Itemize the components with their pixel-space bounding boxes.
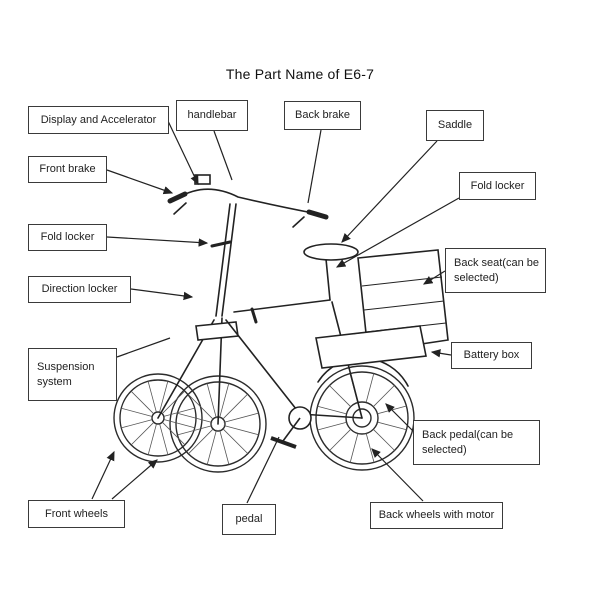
label-fold-locker-left: Fold locker xyxy=(28,224,107,251)
leader-pedal xyxy=(246,436,280,504)
saddle-shape xyxy=(303,243,359,261)
leader-fold-locker-left xyxy=(106,236,209,247)
label-back-brake: Back brake xyxy=(284,101,361,130)
label-display-accelerator: Display and Accelerator xyxy=(28,106,169,134)
leader-battery-box xyxy=(430,349,452,358)
seat-group xyxy=(270,243,449,449)
label-fold-locker-right: Fold locker xyxy=(459,172,536,200)
label-direction-locker: Direction locker xyxy=(28,276,131,303)
suspension-shape xyxy=(195,321,239,341)
handlebar-shape xyxy=(177,188,319,215)
leader-front-brake xyxy=(106,169,174,195)
label-handlebar: handlebar xyxy=(176,100,248,131)
label-back-wheels-motor: Back wheels with motor xyxy=(370,502,503,529)
leader-suspension xyxy=(116,337,171,358)
label-suspension-system: Suspension system xyxy=(28,348,117,401)
label-pedal: pedal xyxy=(222,504,276,535)
battery-box-shape xyxy=(315,325,427,369)
back-seat-shape xyxy=(357,249,449,353)
leader-back-brake xyxy=(307,129,322,204)
leader-back-pedal xyxy=(385,403,414,432)
leader-fold-locker-right xyxy=(335,197,460,268)
label-front-brake: Front brake xyxy=(28,156,107,183)
leader-direction-locker xyxy=(130,288,194,301)
label-saddle: Saddle xyxy=(426,110,484,141)
wheels xyxy=(113,365,415,473)
leader-front-wheel-right xyxy=(111,459,158,500)
pedal-shape xyxy=(270,436,297,449)
leader-back-seat xyxy=(422,270,446,285)
leader-front-wheel-left xyxy=(91,450,115,500)
leader-display-accelerator xyxy=(167,120,199,186)
leader-back-wheels xyxy=(371,448,424,502)
label-back-seat: Back seat(can be selected) xyxy=(445,248,546,293)
label-battery-box: Battery box xyxy=(451,342,532,369)
leader-lines xyxy=(91,120,460,504)
label-front-wheels: Front wheels xyxy=(28,500,125,528)
label-back-pedal: Back pedal(can be selected) xyxy=(413,420,540,465)
diagram-title: The Part Name of E6-7 xyxy=(225,66,375,82)
wheel-spokes xyxy=(121,373,407,465)
leader-handlebar xyxy=(213,130,233,181)
leader-saddle xyxy=(341,140,438,243)
